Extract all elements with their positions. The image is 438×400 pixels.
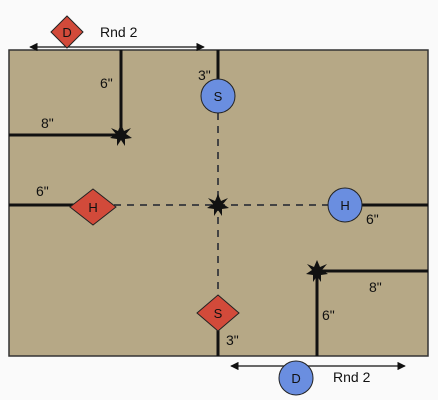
rnd-top-label: Rnd 2 xyxy=(100,24,138,40)
h-right-token-letter: H xyxy=(340,198,349,213)
top-wall-length-label: 6" xyxy=(100,75,113,91)
bottom-wall-length-label: 6" xyxy=(322,307,335,323)
s-bottom-offset-label: 3" xyxy=(226,332,239,348)
h-right-token: H xyxy=(327,187,363,223)
h-left-token: H xyxy=(69,188,117,226)
d-top-token: D xyxy=(50,15,84,49)
rnd-bottom-label: Rnd 2 xyxy=(333,369,371,385)
right-mid-wall-length-label: 6" xyxy=(366,211,379,227)
s-bottom-token: S xyxy=(196,294,240,332)
d-top-token-letter: D xyxy=(62,25,71,40)
h-left-token-letter: H xyxy=(88,200,97,215)
s-bottom-token-letter: S xyxy=(214,306,223,321)
starburst-icon xyxy=(306,260,328,282)
s-top-offset-label: 3" xyxy=(198,67,211,83)
left-mid-wall-length-label: 6" xyxy=(36,183,49,199)
bottom-right-wall-length-label: 8" xyxy=(369,279,382,295)
s-top-token-letter: S xyxy=(214,89,223,104)
d-bottom-token-letter: D xyxy=(291,371,300,386)
s-top-token: S xyxy=(200,78,236,114)
top-left-wall-length-label: 8" xyxy=(41,115,54,131)
d-bottom-token: D xyxy=(278,360,314,396)
starburst-icon xyxy=(110,124,132,146)
starburst-icon xyxy=(207,194,229,216)
